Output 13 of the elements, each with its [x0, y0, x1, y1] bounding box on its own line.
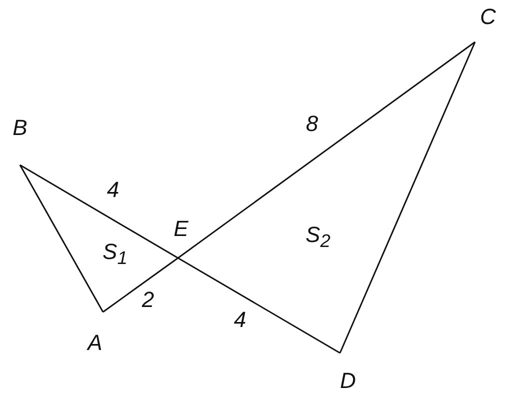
line-segment — [178, 257, 340, 354]
vertex-label: C — [480, 5, 496, 29]
vertex-label: B — [12, 116, 28, 140]
area-label: S$_{1}$ — [102, 240, 128, 270]
area-label: S$_{2}$ — [306, 222, 330, 254]
vertex-label: D — [340, 369, 356, 393]
line-segment — [102, 257, 178, 313]
line-segment — [178, 41, 476, 259]
line-segment — [339, 42, 476, 354]
line-segment — [20, 164, 178, 259]
vertex-label: A — [88, 331, 102, 355]
line-segment — [19, 164, 104, 312]
vertex-label: E — [174, 217, 188, 241]
